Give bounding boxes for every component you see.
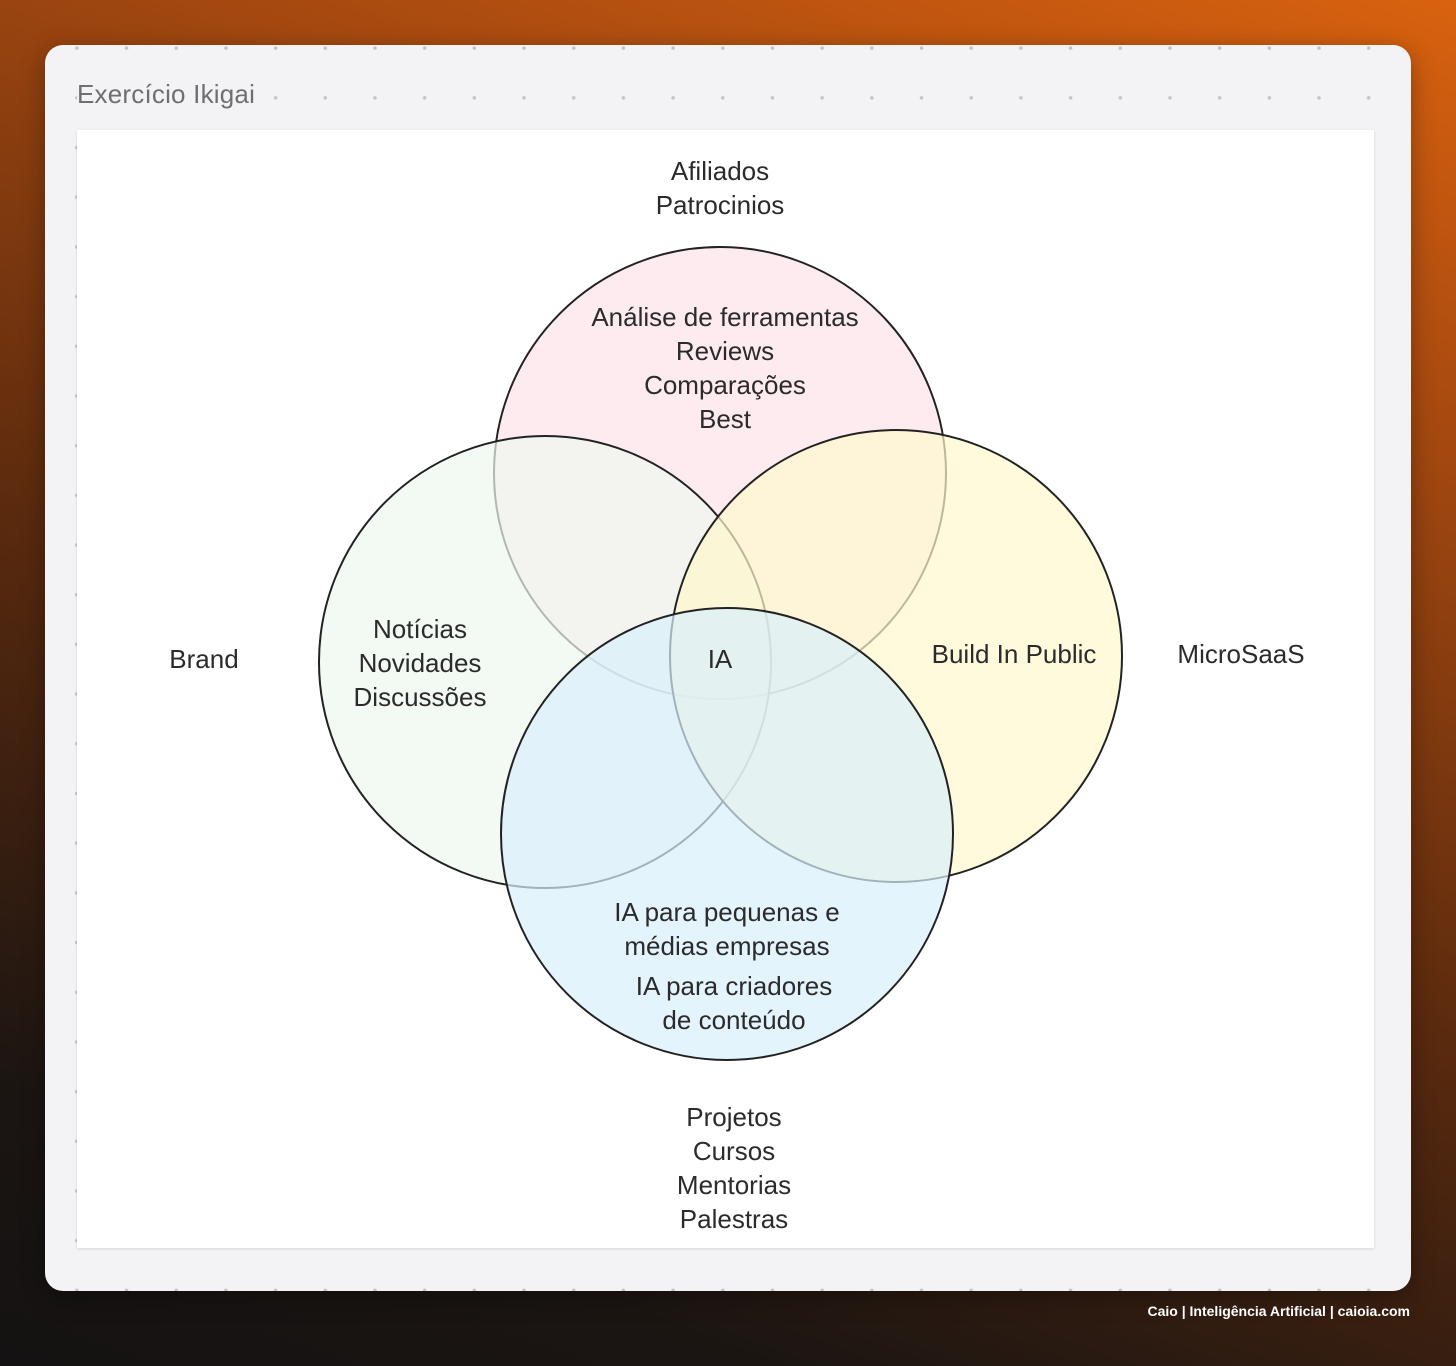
inner-label-left-line-1: Novidades xyxy=(358,648,482,678)
inner-label-left-line-2: Discussões xyxy=(353,682,487,712)
inner-label-left-line-0: Notícias xyxy=(373,614,467,644)
inner-label-bottom-b-line-0: IA para criadores xyxy=(635,971,833,1001)
outer-label-left: Brand xyxy=(169,642,238,676)
inner-label-bottom-b-line-1: de conteúdo xyxy=(662,1005,806,1035)
outer-label-top-line-0: Afiliados xyxy=(670,156,770,186)
inner-label-top-line-1: Reviews xyxy=(675,336,775,366)
outer-label-bottom-line-2: Mentorias xyxy=(676,1170,792,1200)
center-label: IA xyxy=(707,644,733,674)
inner-label-right-line-0: Build In Public xyxy=(931,639,1097,669)
outer-label-bottom-line-1: Cursos xyxy=(692,1136,776,1166)
inner-label-bottom-a: IA para pequenas e médias empresas xyxy=(614,895,840,963)
outer-label-bottom-line-3: Palestras xyxy=(679,1204,789,1234)
inner-label-top-line-0: Análise de ferramentas xyxy=(591,302,859,332)
inner-label-bottom-a-line-1: médias empresas xyxy=(624,931,830,961)
inner-label-top-line-2: Comparações xyxy=(644,370,806,400)
outer-label-right-line-0: MicroSaaS xyxy=(1177,639,1305,669)
outer-label-bottom-line-0: Projetos xyxy=(686,1102,782,1132)
frame-title: Exercício Ikigai xyxy=(77,79,260,110)
venn-diagram xyxy=(318,246,1123,1061)
inner-label-bottom-a-line-0: IA para pequenas e xyxy=(614,897,840,927)
outer-label-top-line-1: Patrocinios xyxy=(655,190,785,220)
inner-label-bottom-b: IA para criadores de conteúdo xyxy=(636,969,833,1037)
inner-label-right: Build In Public xyxy=(932,637,1097,671)
watermark: Caio | Inteligência Artificial | caioia.… xyxy=(1147,1303,1411,1319)
outer-label-right: MicroSaaS xyxy=(1177,637,1304,671)
inner-label-top-line-3: Best xyxy=(698,404,752,434)
outer-label-left-line-0: Brand xyxy=(169,644,239,674)
circle-bottom[interactable] xyxy=(500,607,954,1061)
